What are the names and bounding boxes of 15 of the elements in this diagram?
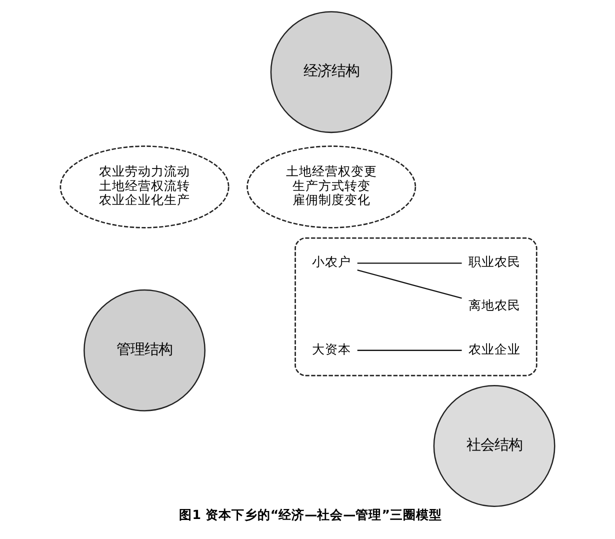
node-text: 农业企业 (468, 341, 520, 356)
node-text: 离地农民 (468, 298, 520, 313)
caption: 图1 资本下乡的“经济—社会—管理”三圈模型 (179, 506, 442, 522)
node-text: 小农户 (312, 254, 351, 270)
cluster (294, 237, 538, 376)
node-circle: 管理结构 (84, 289, 206, 412)
node-ellipse: 土地经营权变更 生产方式转变 雇佣制度变化 (246, 146, 416, 228)
node-text: 职业农民 (468, 254, 520, 270)
node-text: 大资本 (312, 341, 351, 356)
node-ellipse: 农业劳动力流动 土地经营权流转 农业企业化生产 (60, 146, 230, 228)
connector (357, 269, 462, 299)
node-circle: 经济结构 (270, 11, 392, 134)
connector (357, 350, 462, 351)
connector (357, 262, 462, 264)
node-circle: 社会结构 (433, 384, 556, 507)
